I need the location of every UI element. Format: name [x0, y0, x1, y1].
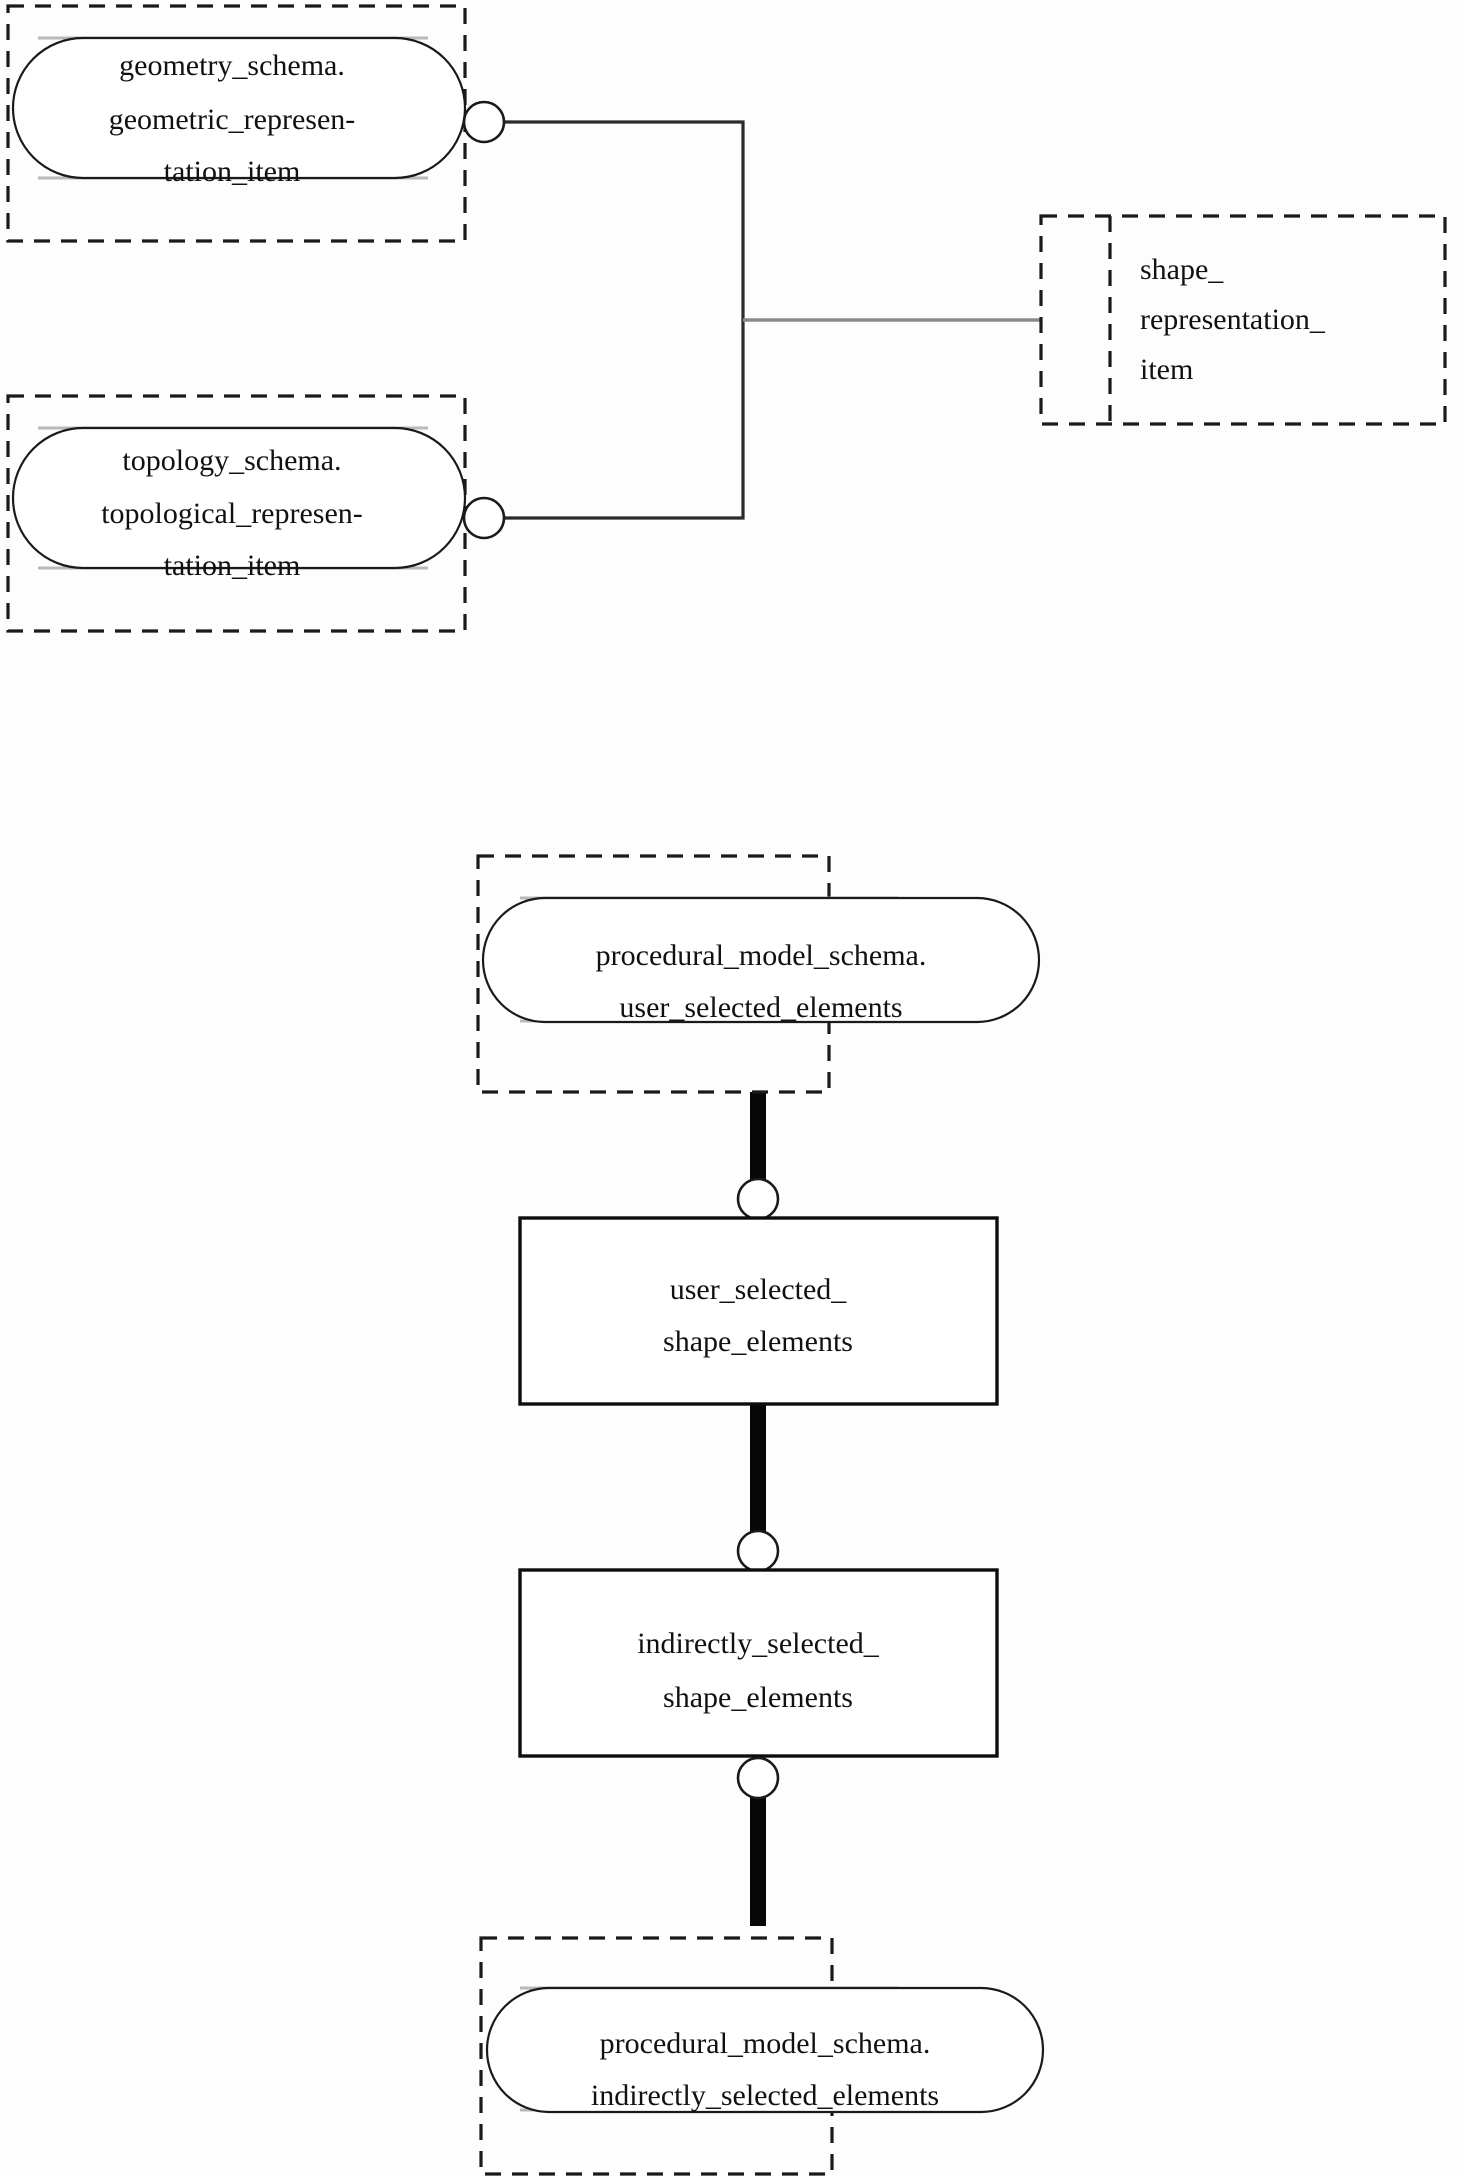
schema-ref-topology-line3: tation_item [164, 549, 301, 582]
page-ref-shape-line2: representation_ [1140, 303, 1326, 336]
schema-ref-geometry[interactable]: geometry_schema. geometric_represen- tat… [6, 4, 467, 243]
page-ref-shape-line3: item [1140, 353, 1193, 386]
entity-user-selected-shape-elements[interactable]: user_selected_ shape_elements [518, 1216, 999, 1406]
schema-ref-geometry-line1: geometry_schema. [119, 49, 345, 82]
schema-ref-user-selected-elements[interactable]: procedural_model_schema. user_selected_e… [476, 854, 1041, 1094]
schema-ref-user-selected-line1: procedural_model_schema. [596, 939, 927, 972]
page-ref-shape-representation-item[interactable]: shape_ representation_ item [1039, 214, 1447, 426]
connector-topology-to-junction [503, 320, 745, 520]
schema-ref-topology-line2: topological_represen- [101, 497, 363, 530]
page-ref-shape-line1: shape_ [1140, 253, 1224, 286]
entity-indirectly-selected-line1: indirectly_selected_ [637, 1627, 880, 1660]
schema-ref-indirectly-selected-line1: procedural_model_schema. [600, 2027, 931, 2060]
relation-endpoint-circle-indirect-entity[interactable] [736, 1529, 780, 1573]
schema-ref-geometry-line3: tation_item [164, 155, 301, 188]
schema-ref-topology-line1: topology_schema. [122, 444, 341, 477]
schema-ref-indirectly-selected-elements[interactable]: procedural_model_schema. indirectly_sele… [479, 1936, 1045, 2176]
schema-ref-topology[interactable]: topology_schema. topological_represen- t… [6, 394, 467, 633]
relation-endpoint-circle-indirect-ref[interactable] [736, 1756, 780, 1800]
schema-ref-indirectly-selected-line2: indirectly_selected_elements [591, 2079, 939, 2112]
entity-user-selected-line1: user_selected_ [670, 1273, 848, 1306]
relation-endpoint-circle-user-selected[interactable] [736, 1177, 780, 1221]
schema-ref-geometry-line2: geometric_represen- [109, 103, 356, 136]
entity-user-selected-line2: shape_elements [663, 1325, 853, 1358]
schema-ref-user-selected-line2: user_selected_elements [619, 991, 902, 1024]
entity-indirectly-selected-shape-elements[interactable]: indirectly_selected_ shape_elements [518, 1568, 999, 1758]
relation-endpoint-circle-geometry[interactable] [462, 100, 506, 144]
connector-geometry-to-junction [503, 120, 745, 320]
relation-endpoint-circle-topology[interactable] [462, 496, 506, 540]
entity-indirectly-selected-line2: shape_elements [663, 1681, 853, 1714]
